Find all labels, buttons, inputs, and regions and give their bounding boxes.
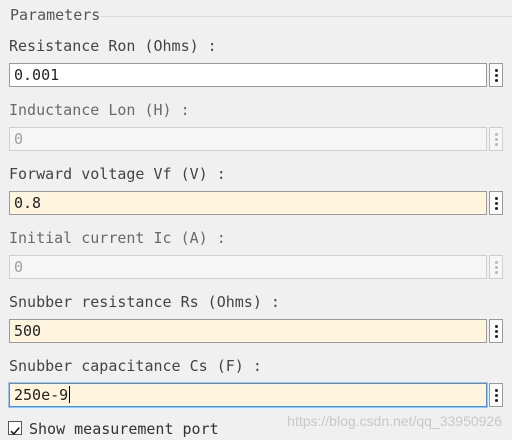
group-divider xyxy=(100,16,512,17)
vertical-ellipsis-icon xyxy=(494,388,498,392)
parameters-group-title: Parameters xyxy=(10,6,105,24)
inductance-lon-menu-button xyxy=(489,127,503,151)
snubber-resistance-rs-menu-button[interactable] xyxy=(489,319,503,343)
vertical-ellipsis-icon xyxy=(494,68,498,72)
snubber-resistance-rs-label: Snubber resistance Rs (Ohms) : xyxy=(9,293,280,311)
show-measurement-port-label[interactable]: Show measurement port xyxy=(29,420,219,438)
forward-voltage-vf-menu-button[interactable] xyxy=(489,191,503,215)
resistance-ron-menu-button[interactable] xyxy=(489,63,503,87)
forward-voltage-vf-field[interactable]: 0.8 xyxy=(9,191,487,215)
forward-voltage-vf-label: Forward voltage Vf (V) : xyxy=(9,165,226,183)
snubber-capacitance-cs-label: Snubber capacitance Cs (F) : xyxy=(9,357,262,375)
text-caret xyxy=(69,386,71,403)
snubber-capacitance-cs-value: 250e-9 xyxy=(14,386,69,404)
inductance-lon-label: Inductance Lon (H) : xyxy=(9,101,190,119)
watermark-text: https://blog.csdn.net/qq_33950926 xyxy=(287,413,502,429)
resistance-ron-field[interactable]: 0.001 xyxy=(9,63,487,87)
vertical-ellipsis-icon xyxy=(494,260,498,264)
resistance-ron-label: Resistance Ron (Ohms) : xyxy=(9,37,217,55)
snubber-capacitance-cs-menu-button[interactable] xyxy=(489,383,503,407)
snubber-capacitance-cs-field[interactable]: 250e-9 xyxy=(9,383,487,407)
checkmark-icon xyxy=(10,427,20,436)
vertical-ellipsis-icon xyxy=(494,324,498,328)
inductance-lon-field: 0 xyxy=(9,127,487,151)
snubber-resistance-rs-field[interactable]: 500 xyxy=(9,319,487,343)
initial-current-ic-menu-button xyxy=(489,255,503,279)
show-measurement-port-checkbox[interactable] xyxy=(8,421,22,436)
initial-current-ic-label: Initial current Ic (A) : xyxy=(9,229,226,247)
vertical-ellipsis-icon xyxy=(494,132,498,136)
initial-current-ic-field: 0 xyxy=(9,255,487,279)
vertical-ellipsis-icon xyxy=(494,196,498,200)
